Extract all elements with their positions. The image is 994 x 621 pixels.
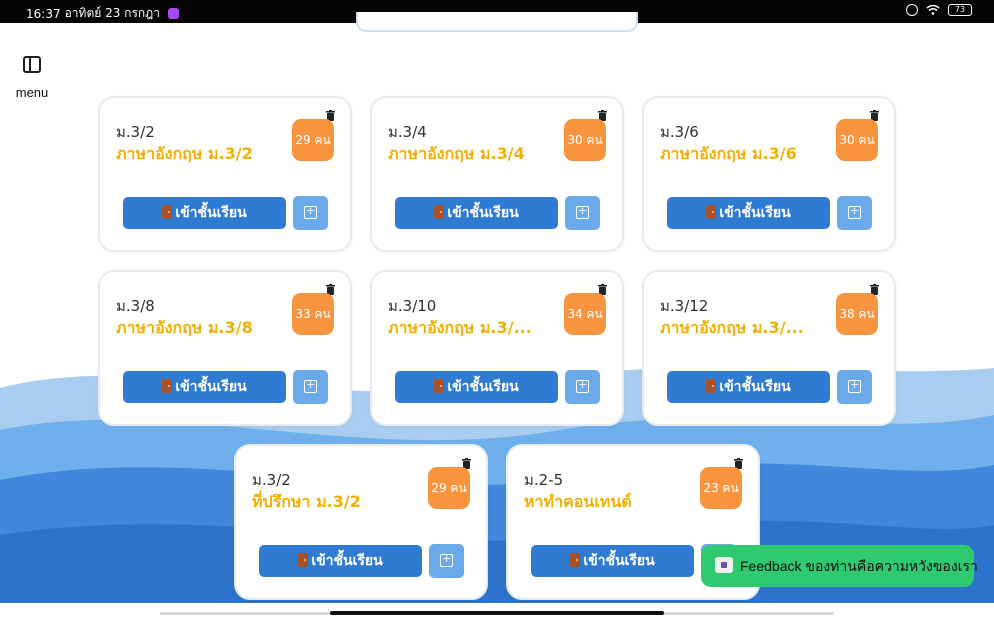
- copy-icon: [848, 204, 861, 219]
- student-count-badge: 29 คน: [428, 467, 470, 509]
- alarm-icon: [906, 4, 918, 16]
- messenger-icon: [167, 8, 179, 19]
- door-icon: [706, 379, 717, 393]
- class-card: ม.3/10 ภาษาอังกฤษ ม.3/... 34 คน เข้าชั้น…: [370, 270, 624, 426]
- class-card: ม.3/2 ที่ปรึกษา ม.3/2 29 คน เข้าชั้นเรีย…: [234, 444, 488, 600]
- copy-icon: [576, 378, 589, 393]
- copy-class-button[interactable]: [293, 370, 328, 404]
- copy-icon: [304, 204, 317, 219]
- class-subject: ภาษาอังกฤษ ม.3/...: [388, 318, 532, 337]
- enter-class-label: เข้าชั้นเรียน: [175, 205, 247, 221]
- status-date: อาทิตย์ 23 กรกฎา: [64, 6, 160, 20]
- enter-class-button[interactable]: เข้าชั้นเรียน: [667, 371, 830, 403]
- class-grade: ม.3/6: [660, 123, 699, 141]
- copy-class-button[interactable]: [293, 196, 328, 230]
- class-grade: ม.3/12: [660, 297, 709, 315]
- class-subject: ภาษาอังกฤษ ม.3/4: [388, 144, 525, 163]
- class-grade: ม.3/2: [252, 471, 291, 489]
- enter-class-label: เข้าชั้นเรียน: [447, 379, 519, 395]
- class-subject: ภาษาอังกฤษ ม.3/2: [116, 144, 253, 163]
- copy-class-button[interactable]: [837, 196, 872, 230]
- wifi-icon: [926, 5, 940, 15]
- battery-icon: 73: [948, 4, 972, 16]
- class-grade: ม.3/10: [388, 297, 437, 315]
- class-card: ม.3/8 ภาษาอังกฤษ ม.3/8 33 คน เข้าชั้นเรี…: [98, 270, 352, 426]
- door-icon: [162, 379, 173, 393]
- class-grade: ม.2-5: [524, 471, 564, 489]
- enter-class-button[interactable]: เข้าชั้นเรียน: [259, 545, 422, 577]
- enter-class-button[interactable]: เข้าชั้นเรียน: [667, 197, 830, 229]
- student-count-badge: 23 คน: [700, 467, 742, 509]
- status-time: 16:37: [26, 6, 61, 21]
- feedback-button[interactable]: Feedback ของท่านคือความหวังของเรา: [701, 545, 978, 587]
- menu-button[interactable]: menu: [12, 52, 52, 104]
- student-count-badge: 30 คน: [836, 119, 878, 161]
- class-grade: ม.3/2: [116, 123, 155, 141]
- sidebar-toggle-icon: [23, 56, 41, 73]
- student-count-badge: 34 คน: [564, 293, 606, 335]
- class-subject: ภาษาอังกฤษ ม.3/8: [116, 318, 253, 337]
- mailbox-icon: [715, 557, 733, 573]
- enter-class-button[interactable]: เข้าชั้นเรียน: [531, 545, 694, 577]
- student-count-badge: 30 คน: [564, 119, 606, 161]
- door-icon: [570, 553, 581, 567]
- class-grade: ม.3/4: [388, 123, 427, 141]
- enter-class-label: เข้าชั้นเรียน: [719, 379, 791, 395]
- status-right: 73: [906, 4, 972, 16]
- door-icon: [434, 379, 445, 393]
- copy-class-button[interactable]: [565, 196, 600, 230]
- copy-icon: [304, 378, 317, 393]
- enter-class-label: เข้าชั้นเรียน: [447, 205, 519, 221]
- enter-class-button[interactable]: เข้าชั้นเรียน: [123, 371, 286, 403]
- copy-icon: [576, 204, 589, 219]
- copy-class-button[interactable]: [565, 370, 600, 404]
- class-subject: ภาษาอังกฤษ ม.3/6: [660, 144, 797, 163]
- home-indicator[interactable]: [330, 611, 664, 615]
- bottom-bar: [0, 603, 994, 621]
- status-bar: 16:37 อาทิตย์ 23 กรกฎา 73: [0, 0, 994, 23]
- student-count-badge: 38 คน: [836, 293, 878, 335]
- class-card: ม.3/4 ภาษาอังกฤษ ม.3/4 30 คน เข้าชั้นเรี…: [370, 96, 624, 252]
- door-icon: [298, 553, 309, 567]
- student-count-badge: 33 คน: [292, 293, 334, 335]
- class-grade: ม.3/8: [116, 297, 155, 315]
- copy-class-button[interactable]: [837, 370, 872, 404]
- class-card: ม.3/12 ภาษาอังกฤษ ม.3/... 38 คน เข้าชั้น…: [642, 270, 896, 426]
- enter-class-label: เข้าชั้นเรียน: [719, 205, 791, 221]
- enter-class-button[interactable]: เข้าชั้นเรียน: [123, 197, 286, 229]
- class-subject: ภาษาอังกฤษ ม.3/...: [660, 318, 804, 337]
- class-card: ม.3/6 ภาษาอังกฤษ ม.3/6 30 คน เข้าชั้นเรี…: [642, 96, 896, 252]
- copy-icon: [440, 552, 453, 567]
- class-card: ม.3/2 ภาษาอังกฤษ ม.3/2 29 คน เข้าชั้นเรี…: [98, 96, 352, 252]
- door-icon: [434, 205, 445, 219]
- menu-label: menu: [15, 85, 49, 100]
- class-subject: หาทำคอนเทนต์: [524, 492, 632, 511]
- enter-class-label: เข้าชั้นเรียน: [311, 553, 383, 569]
- search-box-edge[interactable]: [356, 12, 638, 32]
- student-count-badge: 29 คน: [292, 119, 334, 161]
- status-left: 16:37 อาทิตย์ 23 กรกฎา: [26, 4, 179, 23]
- door-icon: [162, 205, 173, 219]
- enter-class-label: เข้าชั้นเรียน: [583, 553, 655, 569]
- class-subject: ที่ปรึกษา ม.3/2: [252, 492, 361, 511]
- enter-class-button[interactable]: เข้าชั้นเรียน: [395, 197, 558, 229]
- enter-class-button[interactable]: เข้าชั้นเรียน: [395, 371, 558, 403]
- copy-class-button[interactable]: [429, 544, 464, 578]
- feedback-label: Feedback ของท่านคือความหวังของเรา: [740, 558, 978, 574]
- copy-icon: [848, 378, 861, 393]
- door-icon: [706, 205, 717, 219]
- enter-class-label: เข้าชั้นเรียน: [175, 379, 247, 395]
